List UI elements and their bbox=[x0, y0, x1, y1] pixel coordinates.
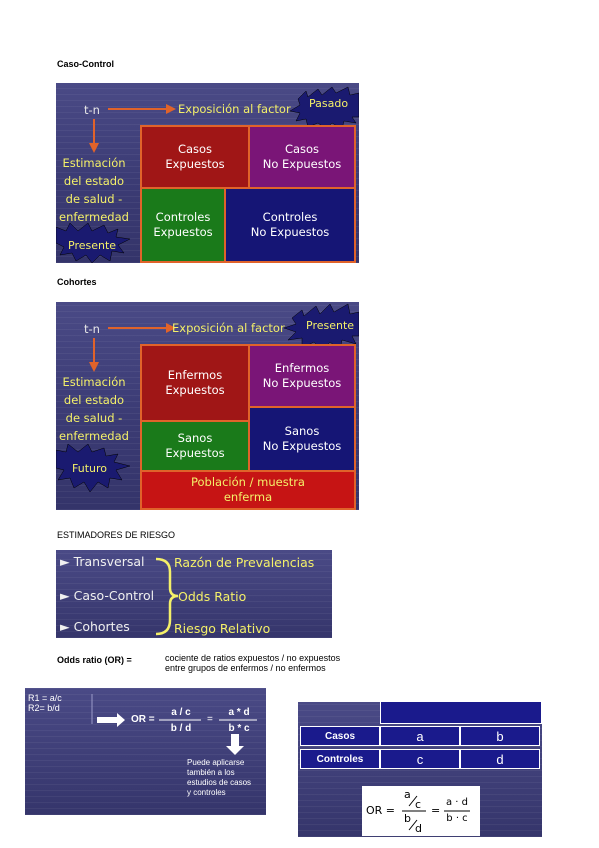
slide2-time-label: t-n bbox=[84, 322, 100, 336]
case-control-slide: t-n Exposición al factor Pasado Estimaci… bbox=[56, 83, 359, 263]
slide2-exposure-label: Exposición al factor bbox=[172, 321, 285, 335]
or-slide-graphics bbox=[91, 694, 257, 755]
star-bottom-shape bbox=[56, 222, 131, 263]
heading-cohorts: Cohortes bbox=[57, 277, 97, 287]
cell-a: a bbox=[380, 726, 460, 746]
formula-d: d bbox=[415, 822, 422, 835]
formula-lines bbox=[402, 795, 470, 831]
or-denominator-2: b * c bbox=[228, 723, 250, 734]
measure-odds-ratio: Odds Ratio bbox=[178, 589, 247, 604]
odds-ratio-label: Odds ratio (OR) = bbox=[57, 655, 132, 665]
or-formula-slide: R1 = a/c R2= b/d OR = a / c b / d = a * … bbox=[25, 688, 266, 815]
star-bottom-shape bbox=[56, 443, 131, 493]
r2-label: R2= b/d bbox=[28, 703, 60, 713]
estimators-slide: ► Transversal ► Caso-Control ► Cohortes … bbox=[56, 550, 332, 638]
formula-numerator: a · d bbox=[445, 797, 468, 808]
slide1-arrows bbox=[56, 86, 359, 263]
table-header-bar bbox=[380, 702, 542, 724]
row-label-controls: Controles bbox=[300, 749, 380, 769]
row-label-cases: Casos bbox=[300, 726, 380, 746]
formula-b: b bbox=[404, 812, 411, 825]
design-case-control: ► Caso-Control bbox=[60, 588, 155, 603]
heading-estimators: ESTIMADORES DE RIESGO bbox=[57, 530, 176, 540]
slide1-star-bottom-text: Presente bbox=[68, 239, 117, 252]
slide1-exposure-label: Exposición al factor bbox=[178, 102, 291, 116]
slide2-estimation-4: enfermedad bbox=[59, 429, 129, 443]
formula-a: a bbox=[404, 788, 411, 801]
formula-c: c bbox=[415, 798, 422, 811]
slide2-star-top-text: Presente bbox=[306, 319, 355, 332]
measure-relative-risk: Riesgo Relativo bbox=[174, 621, 271, 636]
formula-equals: = bbox=[431, 804, 441, 817]
odds-ratio-definition: cociente de ratios expuestos / no expues… bbox=[165, 653, 341, 673]
star-top-shape bbox=[283, 303, 359, 351]
slide2-estimation-1: Estimación bbox=[62, 375, 126, 389]
cell-c: c bbox=[380, 749, 460, 769]
slide2-arrows bbox=[56, 303, 359, 493]
star-top-shape bbox=[289, 86, 359, 130]
or-formula-box: OR = a c b d = a · d b · c bbox=[362, 786, 480, 836]
or-note: Puede aplicarse también a los estudios d… bbox=[187, 758, 252, 797]
heading-case-control: Caso-Control bbox=[57, 59, 114, 69]
cell-d: d bbox=[460, 749, 540, 769]
or-numerator-1: a / c bbox=[171, 707, 191, 718]
slide1-star-top-text: Pasado bbox=[309, 97, 349, 110]
slide2-star-bottom-text: Futuro bbox=[72, 462, 107, 475]
formula-or-label: OR = bbox=[366, 804, 396, 817]
r1-label: R1 = a/c bbox=[28, 693, 62, 703]
slide2-estimation-2: del estado bbox=[63, 393, 125, 407]
or-equals: = bbox=[207, 714, 213, 725]
design-cohorts: ► Cohortes bbox=[60, 619, 130, 634]
contingency-table-slide: Casos a b Controles c d OR = a c b d = a… bbox=[298, 702, 542, 837]
measure-prevalence-ratio: Razón de Prevalencias bbox=[174, 555, 315, 570]
or-denominator-1: b / d bbox=[170, 723, 192, 734]
slide1-estimation-3: de salud - bbox=[65, 192, 123, 206]
slide1-time-label: t-n bbox=[84, 103, 100, 117]
or-numerator-2: a * d bbox=[228, 707, 250, 718]
formula-denominator: b · c bbox=[446, 813, 468, 824]
cell-b: b bbox=[460, 726, 540, 746]
brace-icon bbox=[155, 557, 179, 636]
design-transversal: ► Transversal bbox=[60, 554, 145, 569]
down-arrow-icon bbox=[226, 734, 244, 755]
cohort-slide: t-n Exposición al factor Presente Estima… bbox=[56, 302, 359, 510]
slide1-estimation-2: del estado bbox=[63, 174, 125, 188]
right-arrow-icon bbox=[97, 713, 125, 727]
slide1-estimation-1: Estimación bbox=[62, 156, 126, 170]
slide2-estimation-3: de salud - bbox=[65, 411, 123, 425]
slide1-estimation-4: enfermedad bbox=[59, 210, 129, 224]
or-label: OR = bbox=[131, 714, 155, 725]
